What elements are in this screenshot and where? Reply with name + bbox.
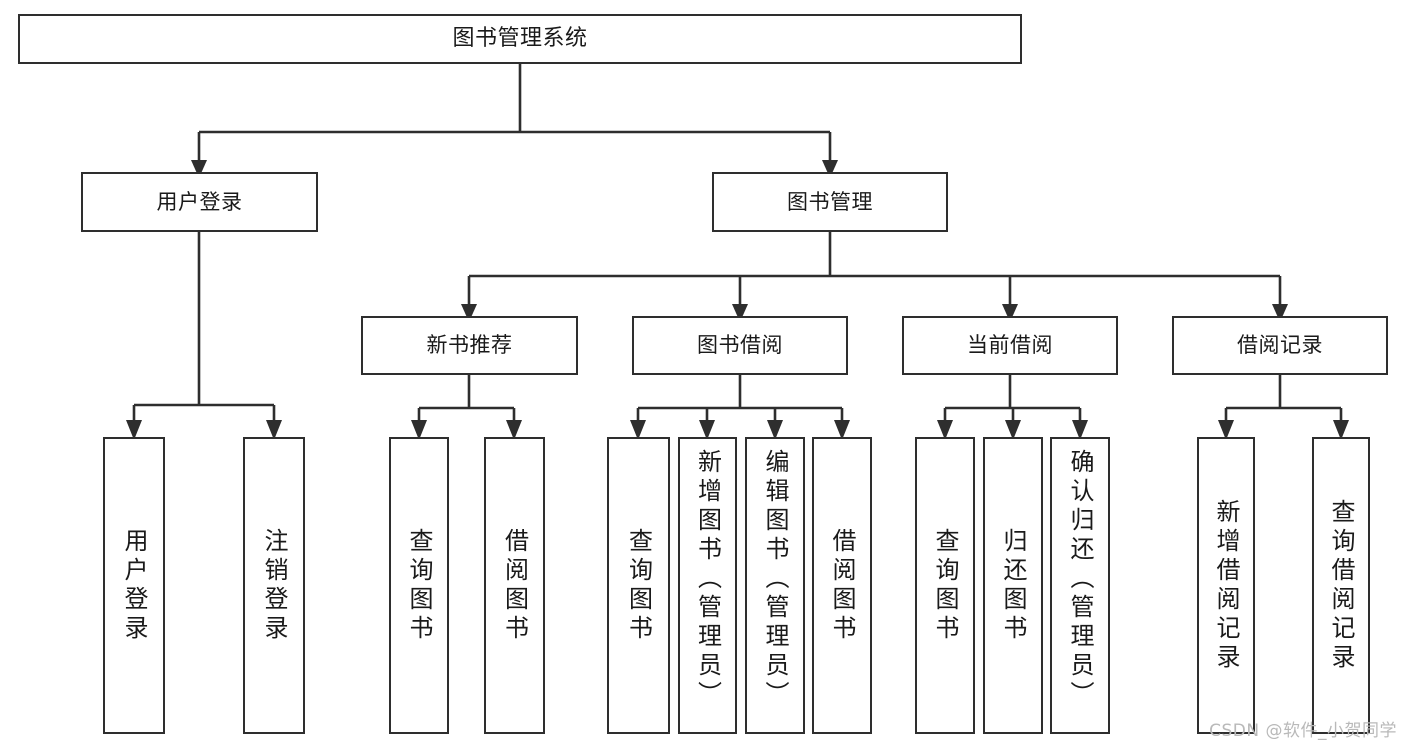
node-book-borrow[interactable]: 图书借阅 (632, 316, 848, 375)
node-leaf-query-book-borrow[interactable]: 查询图书 (607, 437, 670, 734)
node-leaf-query-borrow-record[interactable]: 查询借阅记录 (1312, 437, 1370, 734)
node-leaf-borrow-book-recommend-label: 借阅图书 (500, 527, 529, 644)
node-leaf-edit-book-admin[interactable]: 编辑图书（管理员） (745, 437, 805, 734)
node-leaf-add-borrow-record-label: 新增借阅记录 (1212, 498, 1240, 673)
node-root[interactable]: 图书管理系统 (18, 14, 1022, 64)
node-leaf-borrow-book[interactable]: 借阅图书 (812, 437, 872, 734)
node-new-book-recommend-label: 新书推荐 (426, 333, 513, 358)
node-new-book-recommend[interactable]: 新书推荐 (361, 316, 578, 375)
node-leaf-confirm-return-admin-label: 确认归还（管理员） (1066, 449, 1094, 710)
node-current-borrow[interactable]: 当前借阅 (902, 316, 1118, 375)
node-leaf-borrow-book-recommend[interactable]: 借阅图书 (484, 437, 545, 734)
node-book-borrow-label: 图书借阅 (697, 333, 783, 358)
node-leaf-add-book-admin[interactable]: 新增图书（管理员） (678, 437, 737, 734)
node-leaf-return-book-label: 归还图书 (999, 527, 1027, 644)
node-leaf-return-book[interactable]: 归还图书 (983, 437, 1043, 734)
node-root-label: 图书管理系统 (452, 26, 588, 52)
node-leaf-query-borrow-record-label: 查询借阅记录 (1327, 498, 1355, 673)
node-user-login-label: 用户登录 (156, 189, 243, 214)
node-user-login[interactable]: 用户登录 (81, 172, 318, 232)
node-leaf-query-book-recommend-label: 查询图书 (405, 527, 433, 644)
node-leaf-query-book-current[interactable]: 查询图书 (915, 437, 975, 734)
node-leaf-query-book-recommend[interactable]: 查询图书 (389, 437, 449, 734)
node-current-borrow-label: 当前借阅 (967, 333, 1053, 358)
node-book-management-label: 图书管理 (787, 189, 873, 214)
node-leaf-query-book-borrow-label: 查询图书 (624, 527, 653, 644)
node-leaf-query-book-current-label: 查询图书 (931, 527, 959, 644)
node-leaf-add-book-admin-label: 新增图书（管理员） (693, 449, 722, 710)
node-leaf-add-borrow-record[interactable]: 新增借阅记录 (1197, 437, 1255, 734)
node-leaf-logout-label: 注销登录 (260, 527, 288, 644)
node-leaf-edit-book-admin-label: 编辑图书（管理员） (761, 449, 789, 710)
node-leaf-logout[interactable]: 注销登录 (243, 437, 305, 734)
csdn-watermark: CSDN @软件_小贺同学 (1209, 721, 1397, 741)
node-leaf-borrow-book-label: 借阅图书 (828, 527, 856, 644)
node-leaf-user-login[interactable]: 用户登录 (103, 437, 165, 734)
node-leaf-confirm-return-admin[interactable]: 确认归还（管理员） (1050, 437, 1110, 734)
node-book-management[interactable]: 图书管理 (712, 172, 948, 232)
node-borrow-record[interactable]: 借阅记录 (1172, 316, 1388, 375)
node-leaf-user-login-label: 用户登录 (120, 527, 148, 644)
node-borrow-record-label: 借阅记录 (1237, 333, 1323, 358)
